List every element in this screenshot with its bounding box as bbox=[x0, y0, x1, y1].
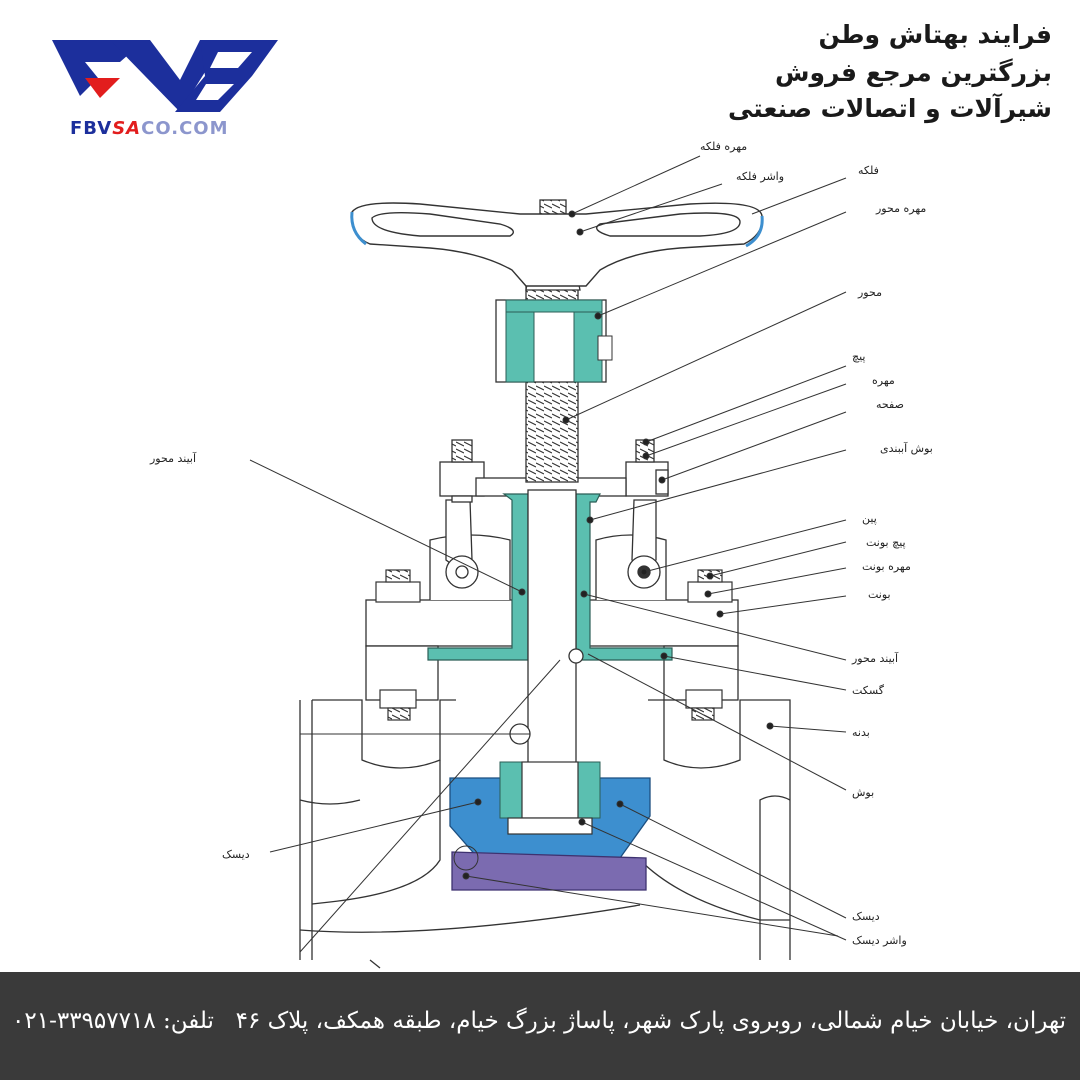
label-packing-bush: بوش آببندی bbox=[880, 442, 933, 455]
label-stem: محور bbox=[858, 286, 882, 299]
label-nut: مهره bbox=[872, 374, 895, 387]
header-line-3: شیرآلات و اتصالات صنعتی bbox=[728, 94, 1052, 123]
label-bonnet-nut: مهره بونت bbox=[862, 560, 911, 573]
label-disc-left: دیسک bbox=[222, 848, 250, 861]
label-gasket: گسکت bbox=[852, 684, 884, 697]
label-bonnet: بونت bbox=[868, 588, 891, 601]
footer-bar bbox=[0, 972, 1080, 1080]
label-bush: بوش bbox=[852, 786, 875, 799]
header-line-1: فرایند بهتاش وطن bbox=[818, 20, 1053, 49]
label-stem-nut: مهره محور bbox=[876, 202, 927, 215]
logo-text-accent: SA bbox=[112, 118, 142, 139]
label-bonnet-bolt: پیچ بونت bbox=[866, 536, 906, 549]
leader-lines bbox=[249, 155, 847, 953]
handwheel bbox=[350, 202, 764, 287]
label-disc-washer: واشر دیسک bbox=[852, 934, 907, 947]
company-logo bbox=[52, 40, 278, 112]
bonnet-bolts bbox=[375, 569, 733, 721]
header-line-2: بزرگترین مرجع فروش bbox=[774, 58, 1052, 87]
label-screw: پیچ bbox=[852, 350, 866, 363]
label-handwheel: فلکه bbox=[858, 164, 879, 177]
label-disc-right: دیسک bbox=[852, 910, 880, 923]
label-handwheel-nut: مهره فلکه bbox=[700, 140, 748, 153]
label-body: بدنه bbox=[852, 726, 870, 739]
label-stem-packing-right: آبیند محور bbox=[852, 652, 899, 665]
label-handwheel-washer: واشر فلکه bbox=[736, 170, 785, 183]
stem-nut-housing bbox=[495, 299, 613, 383]
seat-detail-circle bbox=[453, 845, 479, 871]
logo-text: FBVSACO.COM bbox=[70, 118, 229, 139]
footer-address: تهران، خیابان خیام شمالی، روبروی پارک شه… bbox=[235, 1008, 1066, 1034]
logo-text-main: FBV bbox=[70, 118, 113, 139]
valve-disc bbox=[449, 761, 651, 859]
label-pin: پین bbox=[862, 512, 877, 525]
logo-text-faded: CO.COM bbox=[141, 118, 229, 139]
label-stem-packing-left: آبیند محور bbox=[150, 452, 197, 465]
footer-phone: تلفن: ۳۳۹۵۷۷۱۸-۰۲۱ bbox=[12, 1008, 214, 1034]
valve-body bbox=[299, 699, 791, 969]
seat-ring bbox=[451, 851, 647, 891]
label-plate: صفحه bbox=[876, 398, 904, 411]
